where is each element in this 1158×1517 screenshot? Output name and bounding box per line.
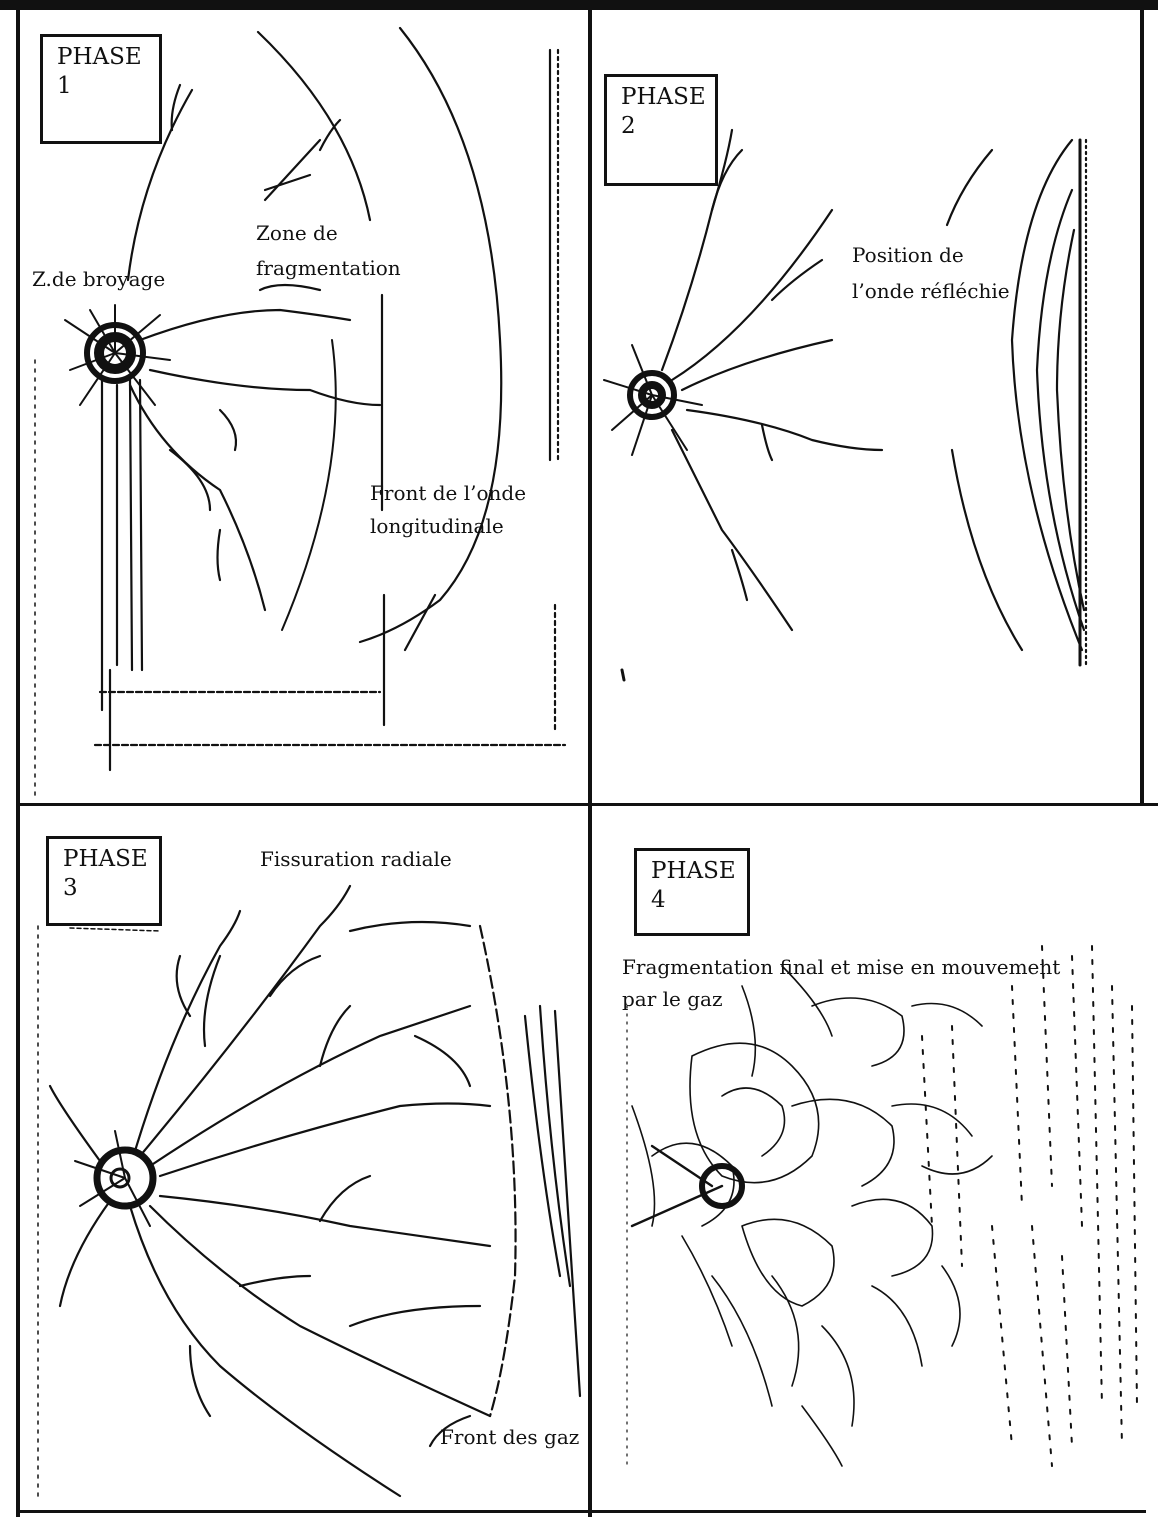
phase-1-zone-fragmentation-line1: Zone de	[256, 220, 338, 246]
frame-top	[0, 0, 1158, 10]
phase-4-number: 4	[651, 886, 747, 915]
phase-1-panel: PHASE 1 Zone de fragmentation Z.de broya…	[20, 10, 588, 803]
phase-1-zone-fragmentation-line2: fragmentation	[256, 255, 401, 281]
phase-2-box: PHASE 2	[604, 74, 718, 186]
phase-3-front-gaz: Front des gaz	[440, 1424, 579, 1450]
phase-1-number: 1	[57, 72, 159, 101]
phase-4-panel: PHASE 4 Fragmentation final et mise en m…	[592, 806, 1140, 1510]
frame-right	[1140, 0, 1144, 805]
phase-1-box: PHASE 1	[40, 34, 162, 144]
phase-1-front-onde-line1: Front de l’onde	[370, 480, 526, 506]
phase-2-panel: PHASE 2 Position de l’onde réfléchie	[592, 10, 1140, 803]
phase-3-number: 3	[63, 874, 159, 903]
phase-1-word: PHASE	[57, 43, 159, 72]
phase-1-front-onde-line2: longitudinale	[370, 513, 504, 539]
phase-4-word: PHASE	[651, 857, 747, 886]
phase-3-word: PHASE	[63, 845, 159, 874]
phase-3-panel: PHASE 3 Fissuration radiale Front des ga…	[20, 806, 588, 1510]
phase-2-position-line1: Position de	[852, 242, 964, 268]
phase-3-fissuration: Fissuration radiale	[260, 846, 452, 872]
phase-2-word: PHASE	[621, 83, 715, 112]
phase-1-zone-broyage: Z.de broyage	[32, 266, 165, 292]
phase-4-fragmentation-line1: Fragmentation final et mise en mouvement	[622, 954, 1060, 980]
phase-2-number: 2	[621, 112, 715, 141]
phase-2-position-line2: l’onde réfléchie	[852, 278, 1010, 304]
frame-bottom	[16, 1510, 1146, 1513]
phase-3-box: PHASE 3	[46, 836, 162, 926]
phase-4-fragmentation-line2: par le gaz	[622, 986, 723, 1012]
phase-4-box: PHASE 4	[634, 848, 750, 936]
